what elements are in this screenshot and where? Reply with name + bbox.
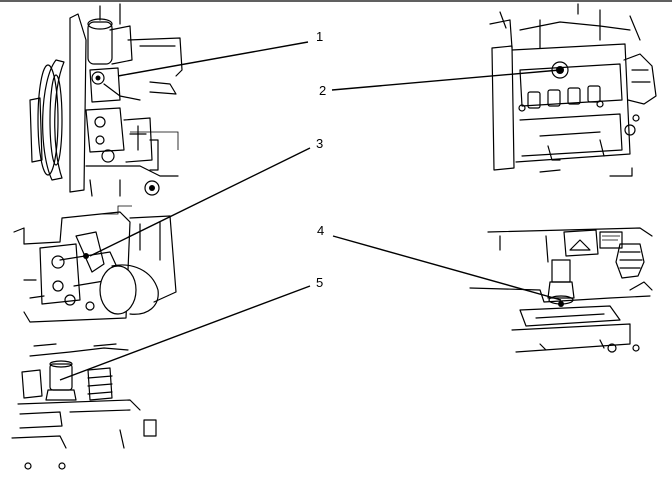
callout-3: 3 [316,136,323,151]
callout-2: 2 [319,83,326,98]
callout-4: 4 [317,223,324,238]
leader-line-2 [331,69,561,91]
view-transfer-pump [13,205,177,323]
leader-line-4 [332,235,562,301]
leader-line-1 [117,41,309,77]
leader-line-3 [89,147,311,257]
view-pressure-sensor [469,227,653,353]
view-filter-housing [11,343,157,470]
view-engine-front-left [29,3,183,197]
callout-1: 1 [316,29,323,44]
leader-line-5 [59,285,311,381]
callout-5: 5 [316,275,323,290]
view-injection-pump [489,3,657,177]
